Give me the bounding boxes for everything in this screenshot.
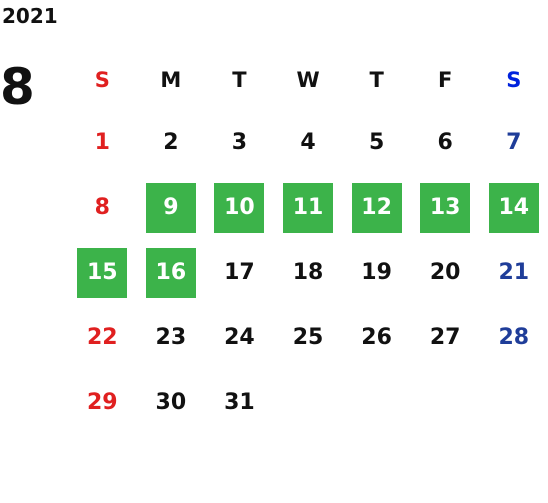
calendar-day-highlighted[interactable]: 11 (283, 182, 334, 233)
calendar-day[interactable]: 5 (368, 130, 385, 155)
calendar-day[interactable]: 3 (231, 130, 248, 155)
weekday-header-monday: M (160, 68, 182, 92)
weekday-header-sunday: S (94, 68, 110, 92)
calendar-day-cell (479, 378, 548, 428)
weekday-header-thursday: T (369, 68, 384, 92)
calendar-day-cell: 17 (205, 248, 274, 298)
calendar-day[interactable]: 21 (498, 260, 530, 285)
calendar-day[interactable]: 8 (94, 195, 110, 220)
calendar-day-cell: 5 (342, 118, 411, 168)
calendar-day[interactable]: 24 (224, 325, 255, 350)
calendar-day-cell: 4 (274, 118, 343, 168)
month-label: 8 (0, 58, 35, 116)
calendar-day (420, 378, 470, 428)
calendar-day[interactable]: 25 (292, 325, 324, 350)
calendar-day-cell: 26 (342, 313, 411, 363)
calendar-day[interactable]: 18 (292, 260, 324, 285)
calendar-day-cell: 16 (137, 247, 206, 298)
calendar-day-cell: 7 (479, 118, 548, 168)
weekday-header-wednesday: W (296, 68, 320, 92)
calendar-day[interactable]: 19 (361, 260, 392, 285)
calendar-day-cell: 11 (274, 182, 343, 233)
calendar-day (283, 378, 333, 428)
calendar-week-row: 8 9 10 11 12 13 14 (68, 175, 548, 240)
calendar-day-cell (342, 378, 411, 428)
calendar-day-cell: 31 (205, 378, 274, 428)
calendar-day-cell: 28 (479, 313, 548, 363)
weekday-header-tuesday: T (232, 68, 247, 92)
calendar-day-cell: 10 (205, 182, 274, 233)
weekday-header-row: S M T W T F S (68, 50, 548, 110)
calendar-day-cell: 25 (274, 313, 343, 363)
calendar-day-cell: 2 (137, 118, 206, 168)
calendar-day-highlighted[interactable]: 13 (420, 182, 471, 233)
calendar-day-cell: 22 (68, 313, 137, 363)
calendar-day-cell: 13 (411, 182, 480, 233)
calendar-day-cell: 15 (68, 247, 137, 298)
calendar-day[interactable]: 31 (224, 390, 255, 415)
calendar-day-cell: 21 (479, 248, 548, 298)
year-label: 2021 (2, 4, 58, 28)
calendar-day[interactable]: 29 (86, 390, 118, 415)
calendar-day[interactable]: 27 (429, 325, 461, 350)
calendar-day[interactable]: 17 (224, 260, 255, 285)
calendar-day-cell: 29 (68, 378, 137, 428)
calendar-week-row: 1 2 3 4 5 6 7 (68, 110, 548, 175)
calendar-week-row: 15 16 17 18 19 20 21 (68, 240, 548, 305)
calendar-day-cell: 6 (411, 118, 480, 168)
calendar-day[interactable]: 26 (361, 325, 392, 350)
calendar-day[interactable]: 6 (437, 130, 453, 155)
calendar-day[interactable]: 30 (155, 390, 187, 415)
calendar-day-cell: 3 (205, 118, 274, 168)
calendar-day-cell: 27 (411, 313, 480, 363)
calendar-day[interactable]: 23 (155, 325, 187, 350)
calendar-day[interactable]: 28 (498, 325, 530, 350)
calendar-day-highlighted[interactable]: 14 (488, 182, 539, 233)
calendar-day-cell: 8 (68, 183, 137, 233)
calendar-day-cell: 12 (342, 182, 411, 233)
calendar-day-cell: 9 (137, 182, 206, 233)
calendar-day[interactable]: 20 (429, 260, 461, 285)
calendar-day (352, 378, 402, 428)
calendar-day[interactable]: 1 (94, 130, 110, 155)
calendar-day[interactable]: 4 (300, 130, 316, 155)
weekday-header-saturday: S (506, 68, 522, 92)
calendar-day-cell: 18 (274, 248, 343, 298)
calendar-day (489, 378, 539, 428)
calendar-day-highlighted[interactable]: 15 (77, 247, 128, 298)
calendar-day-cell: 30 (137, 378, 206, 428)
calendar-week-row: 29 30 31 (68, 370, 548, 435)
calendar-day[interactable]: 7 (506, 130, 522, 155)
calendar-day-cell: 14 (479, 182, 548, 233)
calendar-day-cell: 1 (68, 118, 137, 168)
weekday-header-friday: F (438, 68, 453, 92)
calendar-day[interactable]: 22 (86, 325, 118, 350)
calendar-day-cell: 24 (205, 313, 274, 363)
calendar-day-highlighted[interactable]: 9 (145, 182, 196, 233)
calendar-day-cell: 20 (411, 248, 480, 298)
calendar-day-cell (411, 378, 480, 428)
calendar-week-row: 22 23 24 25 26 27 28 (68, 305, 548, 370)
calendar-day-cell: 19 (342, 248, 411, 298)
calendar-day[interactable]: 2 (163, 130, 179, 155)
calendar-day-highlighted[interactable]: 10 (214, 182, 265, 233)
calendar-day-cell: 23 (137, 313, 206, 363)
calendar-day-highlighted[interactable]: 12 (351, 182, 402, 233)
calendar-day-cell (274, 378, 343, 428)
calendar-day-highlighted[interactable]: 16 (145, 247, 196, 298)
